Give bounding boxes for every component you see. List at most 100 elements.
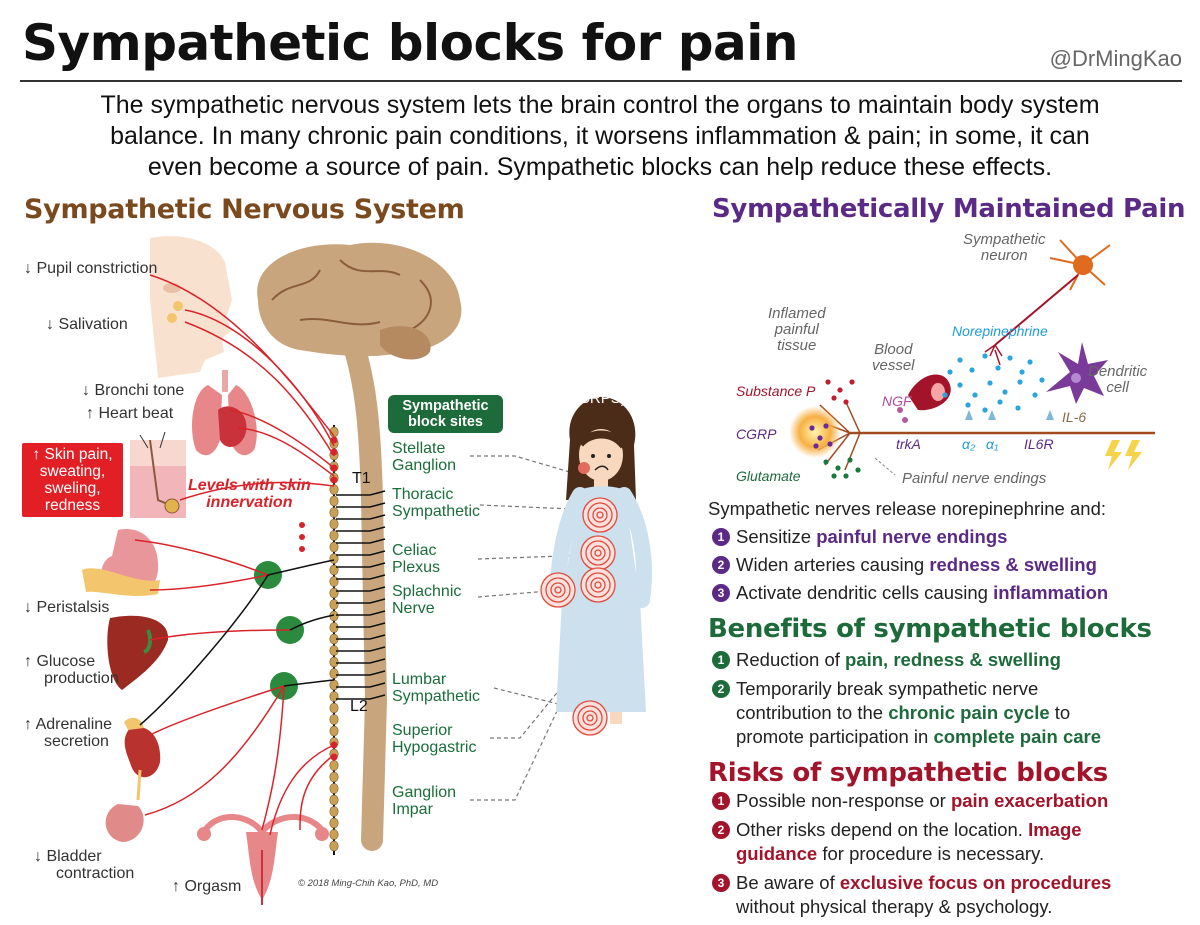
vessel-label-line: Blood [874, 341, 913, 358]
brain-illustration [257, 242, 462, 360]
risk-highlight: exclusive focus on procedures [839, 872, 1112, 893]
badge-line: Sympathetic [402, 398, 489, 414]
tissue-label-line: painful [774, 321, 819, 338]
norepinephrine-particle [1039, 377, 1045, 383]
chain-ganglion [329, 530, 339, 541]
chain-ganglion [329, 679, 339, 691]
site-line: Ganglion [392, 784, 457, 801]
effect-text: Widen arteries causing [736, 554, 930, 575]
risks-heading: Risks of sympathetic blocks [708, 758, 1108, 788]
pain-desc-line: pain syndrome [552, 374, 652, 392]
site-superior-hypogastric: Superior Hypogastric [392, 722, 476, 756]
glutamate-particle [831, 473, 837, 479]
spinal-root [369, 634, 386, 640]
label-glutamate: Glutamate [736, 468, 801, 484]
title-divider [20, 80, 1182, 82]
block-sites-badge: Sympathetic block sites [388, 395, 503, 433]
site-line: Ganglion [392, 457, 457, 474]
label-bladder-2: contraction [56, 865, 135, 882]
spinal-root [369, 502, 386, 508]
pain-column-title: Pain that may respond to sympathetic blo… [523, 214, 681, 286]
spinal-root [369, 682, 386, 688]
label-salivation: ↓ Salivation [46, 316, 128, 333]
site-line: Thoracic [392, 486, 454, 503]
pain-desc-line: Most importantly [546, 341, 658, 359]
site-stellate-ganglion: Stellate Ganglion [392, 440, 456, 474]
site-line: Sympathetic [392, 503, 481, 520]
label-bronchi: ↓ Bronchi tone [82, 382, 185, 399]
label-blood-vessel: Blood vessel [872, 342, 915, 374]
liver-illustration [107, 615, 169, 690]
pain-target-ring [590, 545, 606, 561]
neurotransmitter-particles [809, 353, 1045, 479]
chain-ganglion [329, 484, 339, 495]
level-t1: T1 [352, 470, 371, 487]
number-badge: 3 [712, 584, 730, 602]
skin-effects-box: ↑ Skin pain, sweating, sweling, redness [22, 443, 123, 517]
pain-target-ring [592, 507, 608, 523]
pain-desc-line: Facial, oral, chest, [541, 293, 663, 310]
skin-innervation-label: Levels with skin innervation [188, 477, 311, 511]
dendritic-label-line: Dendritic [1088, 363, 1148, 380]
label-peristalsis: ↓ Peristalsis [24, 599, 110, 616]
pain-title-line: sympathetic [549, 249, 655, 269]
pain-target-ring [590, 577, 606, 593]
bladder-illustration [105, 804, 144, 842]
pain-target-ring [550, 582, 566, 598]
label-orgasm: ↑ Orgasm [172, 878, 242, 895]
site-splanchnic-nerve: Splachnic Nerve [392, 583, 461, 617]
benefit-text: promote participation in [736, 726, 934, 747]
spinal-root [369, 658, 386, 664]
benefit-highlight: chronic pain cycle [888, 702, 1050, 723]
glutamate-particle [823, 459, 829, 465]
spinal-root [369, 598, 386, 604]
intro-line: even become a source of pain. Sympatheti… [147, 153, 1053, 181]
chain-red-marker [330, 476, 338, 484]
chain-ganglion [329, 599, 339, 610]
spinal-root [369, 550, 386, 556]
tissue-label-line: Inflamed [768, 305, 826, 322]
neuron-label-line: Sympathetic [963, 231, 1046, 248]
risk-text: Other risks depend on the location. [736, 819, 1029, 840]
skin-innervation-line: innervation [206, 494, 293, 511]
number-badge: 2 [712, 680, 730, 698]
effect-highlight: inflammation [993, 582, 1109, 603]
benefit-text: Temporarily break sympathetic nerve [736, 678, 1039, 699]
benefit-text: to [1049, 702, 1071, 723]
spinal-root [369, 538, 386, 544]
effect-text: Sensitize [736, 526, 817, 547]
copyright: © 2018 Ming-Chih Kao, PhD, MD [298, 878, 439, 889]
norepinephrine-particle [1019, 369, 1025, 375]
pain-title-line: blocks [573, 267, 631, 287]
norepinephrine-particle [1007, 355, 1013, 361]
spinal-root [369, 670, 386, 676]
risk-highlight: pain exacerbation [950, 790, 1109, 811]
label-glucose-2: production [44, 670, 119, 687]
cgrp-particle [817, 435, 823, 441]
norepinephrine-particle [1027, 359, 1033, 365]
chain-ganglion [329, 518, 339, 530]
norepinephrine-particle [947, 369, 953, 375]
label-cgrp: CGRP [736, 426, 777, 442]
substance-p-particle [843, 399, 849, 405]
label-pupil: ↓ Pupil constriction [24, 260, 158, 277]
site-ganglion-impar: Ganglion Impar [392, 784, 456, 818]
spinal-root [369, 490, 386, 496]
pain-desc-line: abdominal, pelvic, [541, 309, 663, 327]
skin-box-line: sweling, [44, 480, 101, 497]
norepinephrine-particle [972, 392, 978, 398]
pain-target-ring [582, 710, 598, 726]
effect-highlight: redness & swelling [929, 554, 1097, 575]
pain-targets [540, 497, 618, 736]
label-painful-nerve-endings: Painful nerve endings [902, 470, 1047, 487]
skin-illustration [130, 431, 186, 518]
chain-ganglion [329, 702, 339, 714]
page-title: Sympathetic blocks for pain [22, 14, 799, 72]
chain-ganglion [329, 817, 339, 829]
pain-title-line: respond to [555, 231, 649, 251]
